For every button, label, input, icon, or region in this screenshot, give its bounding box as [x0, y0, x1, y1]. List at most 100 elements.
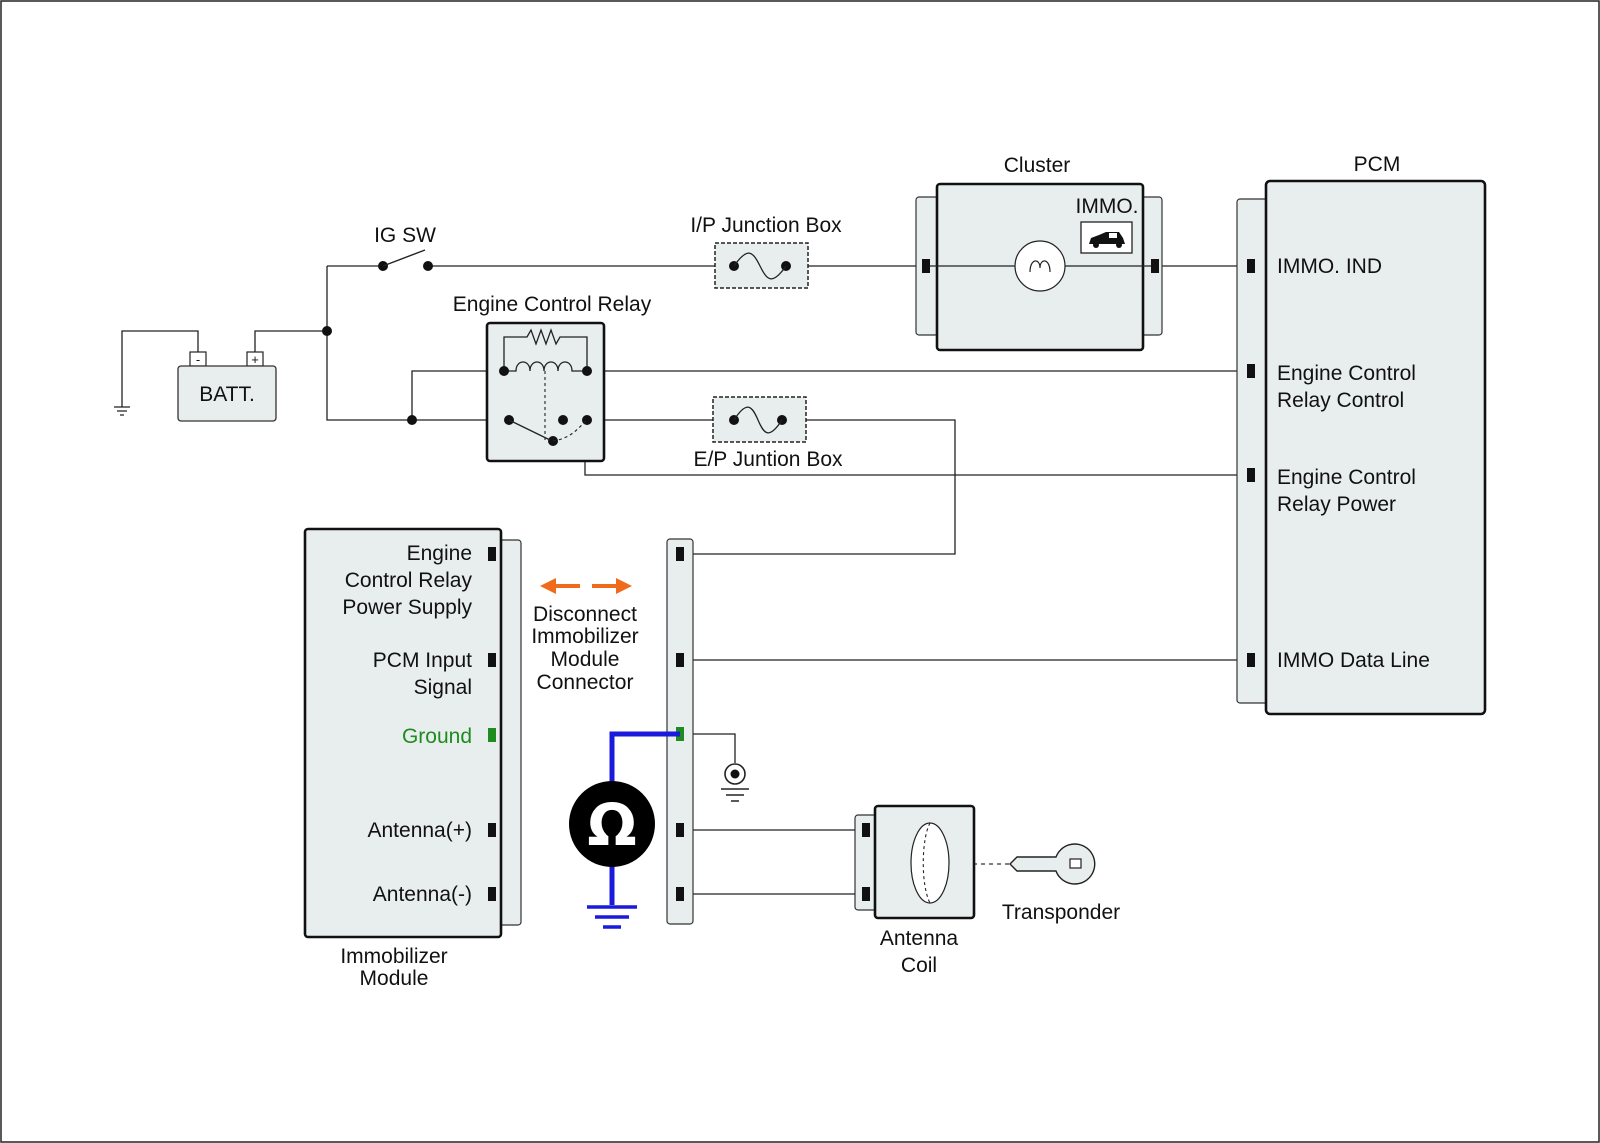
immo-indicator-label: IMMO. [1076, 195, 1139, 218]
ohmmeter-ground-icon [587, 905, 637, 929]
immobilizer-module-label-2: Module [360, 967, 429, 990]
relay-power-wire [584, 420, 1250, 476]
relay-resistor [503, 328, 588, 371]
cluster-pin-out [1151, 259, 1159, 273]
antenna-coil: Antenna Coil [854, 804, 976, 977]
relay-coil-terminal-2 [582, 366, 592, 376]
ep-junction-box: E/P Juntion Box [693, 396, 843, 471]
engine-control-relay: Engine Control Relay [453, 293, 652, 463]
chassis-ground-icon [721, 763, 749, 802]
antenna-coil-icon [910, 822, 950, 904]
antenna-coil-label-2: Coil [901, 954, 937, 977]
harness-pin-antenna-minus [676, 887, 684, 901]
relay-coil [504, 361, 587, 372]
harness-pin-antenna-plus [676, 823, 684, 837]
pcm-relay-power-label-2: Relay Power [1277, 493, 1396, 516]
immobilizer-pcm-input-label-2: Signal [414, 676, 472, 699]
battery-label: BATT. [199, 383, 255, 406]
antenna-coil-label-1: Antenna [880, 927, 959, 950]
relay-switch-no [558, 415, 568, 425]
car-key-icon [1089, 232, 1125, 248]
pcm-relay-control-label-1: Engine Control [1277, 362, 1416, 385]
ip-junction-box: I/P Junction Box [690, 214, 842, 289]
ohmmeter-icon [569, 781, 655, 867]
ip-junction-box-label: I/P Junction Box [690, 214, 842, 237]
key-icon [1009, 843, 1096, 885]
cluster-pin-in [922, 259, 930, 273]
immobilizer-pin-relay-supply [488, 547, 496, 561]
disconnect-label-1: Disconnect [533, 603, 637, 626]
immobilizer-pcm-input-label-1: PCM Input [373, 649, 472, 672]
bus-node-top [322, 326, 332, 336]
pcm: PCM IMMO. IND Engine Control Relay Contr… [1236, 153, 1487, 716]
harness-pin-relay-supply [676, 547, 684, 561]
ip-junction-box-body [714, 242, 809, 289]
immobilizer-pin-ground [488, 728, 496, 742]
battery-body [177, 365, 277, 422]
ohmmeter-probe-wire [609, 731, 680, 782]
ig-sw-blade [382, 249, 426, 267]
relay-switch-blade [508, 419, 551, 441]
antenna-coil-pin-plus [862, 823, 870, 837]
disconnect-note: Disconnect Immobilizer Module Connector [531, 578, 639, 694]
battery: - + BATT. [177, 351, 277, 422]
ep-junction-out-wire [680, 419, 956, 555]
ohmmeter-test: Ω [569, 731, 680, 929]
immobilizer-pin-pcm-input [488, 653, 496, 667]
ep-fuse-icon [733, 406, 783, 434]
battery-ground-symbol [114, 406, 130, 416]
pcm-relay-control-label-2: Relay Control [1277, 389, 1404, 412]
ep-junction-box-body [712, 396, 807, 443]
immobilizer-relay-supply-label-3: Power Supply [342, 596, 472, 619]
pcm-pin-immo-ind [1247, 259, 1255, 273]
cluster-lamp-filament [1029, 260, 1051, 273]
disconnect-arrows-icon [540, 578, 632, 594]
transponder-chip-icon [1069, 858, 1082, 869]
transponder-label: Transponder [1002, 901, 1120, 924]
bus-node-bottom [407, 415, 417, 425]
pcm-pin-relay-power [1247, 468, 1255, 482]
immobilizer-antenna-plus-label: Antenna(+) [368, 819, 473, 842]
battery-ground-wire [121, 330, 199, 407]
battery-neg-label: - [196, 352, 200, 367]
pcm-body [1264, 179, 1487, 716]
power-bus-wire [326, 266, 412, 421]
immobilizer-relay-supply-label-1: Engine [407, 542, 472, 565]
relay-coil-terminal-1 [499, 366, 509, 376]
harness-pin-pcm-input [676, 653, 684, 667]
relay-coil-feed-wire [411, 370, 504, 420]
ep-junction-box-label: E/P Juntion Box [693, 448, 843, 471]
antenna-coil-pin-minus [862, 887, 870, 901]
disconnect-label-3: Module [551, 648, 620, 671]
battery-pos-label: + [251, 352, 259, 367]
pcm-label: PCM [1354, 153, 1401, 176]
transponder: Transponder [1002, 843, 1120, 924]
connector-ground-wire [680, 733, 736, 763]
relay-switch-return [552, 419, 588, 442]
immobilizer-antenna-minus-label: Antenna(-) [373, 883, 472, 906]
relay-switch-out [582, 415, 592, 425]
ignition-switch: IG SW [322, 224, 436, 425]
ip-fuse-icon [733, 252, 787, 280]
pcm-relay-power-label-1: Engine Control [1277, 466, 1416, 489]
disconnect-label-2: Immobilizer [531, 625, 638, 648]
ig-sw-label: IG SW [374, 224, 436, 247]
ig-sw-contact-out [423, 261, 433, 271]
immobilizer-pin-antenna-plus [488, 823, 496, 837]
cluster-label: Cluster [1004, 154, 1071, 177]
antenna-coil-inner [922, 822, 931, 904]
immobilizer-pin-antenna-minus [488, 887, 496, 901]
pcm-pin-immo-data [1247, 653, 1255, 667]
immobilizer-module: Engine Control Relay Power Supply PCM In… [303, 527, 522, 990]
pcm-immo-data-label: IMMO Data Line [1277, 649, 1430, 672]
immobilizer-ground-label: Ground [402, 725, 472, 748]
immobilizer-module-label-1: Immobilizer [340, 945, 447, 968]
disconnect-label-4: Connector [537, 671, 634, 694]
immobilizer-relay-supply-label-2: Control Relay [345, 569, 473, 592]
pcm-immo-ind-label: IMMO. IND [1277, 255, 1382, 278]
battery-positive-wire [254, 330, 327, 352]
ohmmeter-symbol: Ω [587, 791, 636, 859]
cluster: Cluster IMMO. [915, 154, 1163, 352]
